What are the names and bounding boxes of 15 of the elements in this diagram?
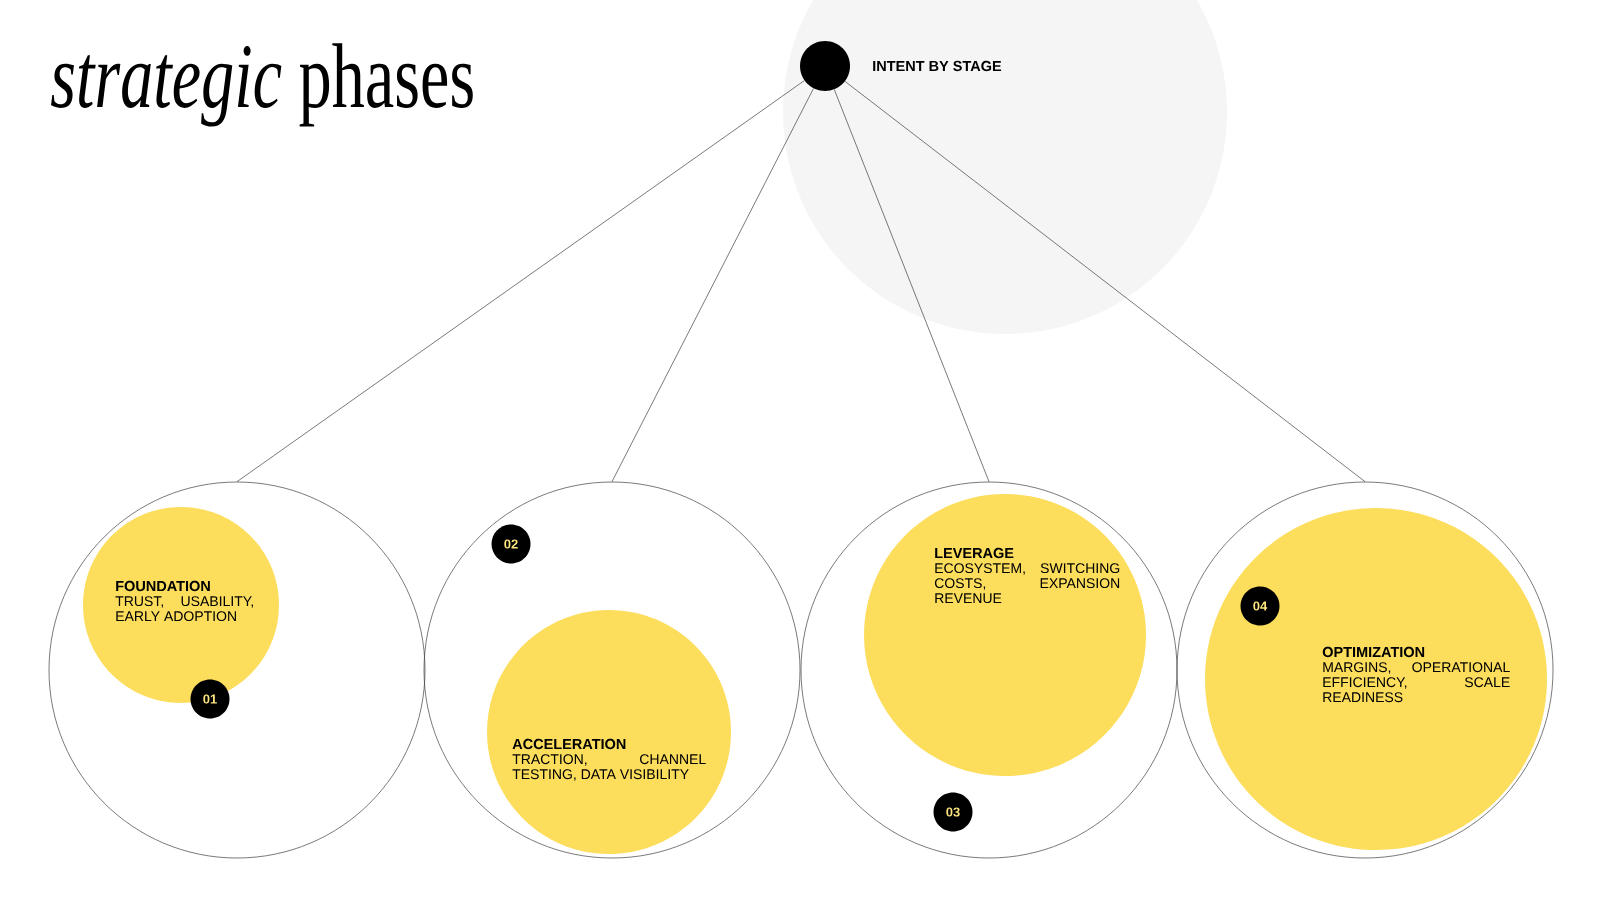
connector-line	[833, 89, 990, 482]
number-badge: 01	[190, 679, 230, 719]
title: strategic phases	[51, 43, 473, 127]
hub-dot	[800, 41, 850, 91]
number-badge: 04	[1240, 586, 1280, 626]
connector-line	[236, 80, 805, 482]
phase-ring	[1176, 481, 1554, 859]
number-badge: 02	[491, 524, 531, 564]
phase-ring	[800, 481, 1178, 859]
connector-line	[611, 88, 814, 482]
connector-line	[844, 81, 1366, 482]
phase-ring	[48, 481, 426, 859]
number-badge: 03	[933, 792, 973, 832]
hub-label: INTENT BY STAGE	[873, 60, 1002, 72]
phase-ring	[423, 481, 801, 859]
